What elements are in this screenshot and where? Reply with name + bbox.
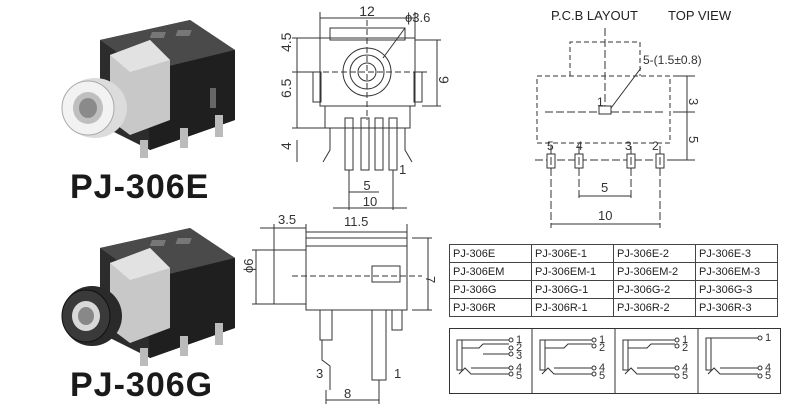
table-cell: PJ-306EM-1: [531, 262, 614, 281]
schem-4-pin-1: 1: [765, 332, 771, 344]
pcb-center-pad-label: 1: [597, 95, 604, 109]
schem-2-pin-4: 4: [599, 362, 605, 374]
dim-pin-pitch: 5: [363, 178, 370, 193]
table-cell: PJ-306EM: [449, 262, 532, 281]
dim-side-height: 7: [423, 276, 438, 283]
pcb-dim-pitch: 5: [601, 180, 608, 195]
pcb-pad-label-2: 2: [652, 139, 659, 153]
schem-4-pin-4: 4: [765, 362, 771, 374]
front-pin-label: 1: [399, 162, 406, 177]
product-photo-pj-306e: [61, 20, 235, 158]
side-view-drawing: 3.5 11.5 7 ϕ6 3 8 1: [241, 212, 438, 404]
schem-1-pin-5: 5: [516, 370, 522, 382]
pcb-layout-drawing: 1 5-(1.5±0.8) 3 5 5 4 3 2 5 10: [535, 28, 702, 228]
pcb-dim-upper: 3: [686, 98, 701, 105]
table-cell: PJ-306R: [449, 298, 532, 317]
table-cell: PJ-306E-1: [531, 244, 614, 263]
dim-pin-spacing: 8: [344, 386, 351, 401]
schem-3-pin-5: 5: [682, 370, 688, 382]
schem-3-pin-1: 1: [682, 334, 688, 346]
schem-1-pin-2: 2: [516, 342, 522, 354]
variants-table-body: PJ-306E PJ-306E-1 PJ-306E-2 PJ-306E-3 PJ…: [449, 244, 778, 317]
pcb-pad-label-4: 4: [576, 139, 583, 153]
dim-hole: ϕ3.6: [405, 10, 430, 25]
schem-4-pin-5: 5: [765, 370, 771, 382]
schem-1-pin-1: 1: [516, 334, 522, 346]
table-cell: PJ-306EM-3: [695, 262, 778, 281]
dim-pin-span: 10: [363, 194, 377, 209]
product-photo-pj-306g: [61, 228, 235, 366]
schem-1-pin-3: 3: [516, 350, 522, 362]
table-cell: PJ-306G-2: [613, 280, 696, 299]
schematic-strip: 1 2 3 4 5 1 2 4 5 1 2 4 5 1 4 5: [449, 328, 781, 394]
pcb-pad-label-3: 3: [625, 139, 632, 153]
schem-2-pin-1: 1: [599, 334, 605, 346]
schem-1-pin-4: 4: [516, 362, 522, 374]
pcb-hole-spec: 5-(1.5±0.8): [643, 53, 702, 67]
table-cell: PJ-306R-3: [695, 298, 778, 317]
dim-height: 9: [436, 76, 450, 84]
table-row: PJ-306EM PJ-306EM-1 PJ-306EM-2 PJ-306EM-…: [449, 262, 778, 281]
pcb-dim-span: 10: [598, 208, 612, 223]
schem-2-pin-5: 5: [599, 370, 605, 382]
dim-width: 12: [359, 3, 375, 19]
table-cell: PJ-306G: [449, 280, 532, 299]
side-pin-right: 1: [394, 366, 401, 381]
table-row: PJ-306G PJ-306G-1 PJ-306G-2 PJ-306G-3: [449, 280, 778, 299]
table-cell: PJ-306G-3: [695, 280, 778, 299]
dim-middle: 6.5: [278, 78, 294, 98]
product-label-top: PJ-306E: [70, 168, 210, 206]
pcb-dim-lower: 5: [686, 136, 701, 143]
table-cell: PJ-306E: [449, 244, 532, 263]
table-row: PJ-306R PJ-306R-1 PJ-306R-2 PJ-306R-3: [449, 298, 778, 317]
dim-nose: 3.5: [278, 212, 296, 227]
table-cell: PJ-306R-1: [531, 298, 614, 317]
dim-pin-len: 4: [278, 142, 294, 150]
table-cell: PJ-306E-3: [695, 244, 778, 263]
dim-upper: 4.5: [278, 32, 294, 52]
table-row: PJ-306E PJ-306E-1 PJ-306E-2 PJ-306E-3: [449, 244, 778, 263]
schem-2-pin-2: 2: [599, 342, 605, 354]
pcb-layout-title: P.C.B LAYOUT: [551, 8, 638, 23]
side-pin-left: 3: [316, 366, 323, 381]
dim-diameter: ϕ6: [241, 258, 256, 273]
product-label-bottom: PJ-306G: [70, 366, 214, 404]
table-cell: PJ-306EM-2: [613, 262, 696, 281]
table-cell: PJ-306G-1: [531, 280, 614, 299]
front-view-drawing: 12 ϕ3.6 4.5 6.5 4 9 5 10 1: [278, 3, 450, 210]
dim-body: 11.5: [344, 214, 368, 229]
table-cell: PJ-306R-2: [613, 298, 696, 317]
pcb-pad-label-5: 5: [547, 139, 554, 153]
schem-3-pin-2: 2: [682, 342, 688, 354]
table-cell: PJ-306E-2: [613, 244, 696, 263]
pcb-view-label: TOP VIEW: [668, 8, 732, 23]
schem-3-pin-4: 4: [682, 362, 688, 374]
variants-table: PJ-306E PJ-306E-1 PJ-306E-2 PJ-306E-3 PJ…: [449, 244, 778, 317]
